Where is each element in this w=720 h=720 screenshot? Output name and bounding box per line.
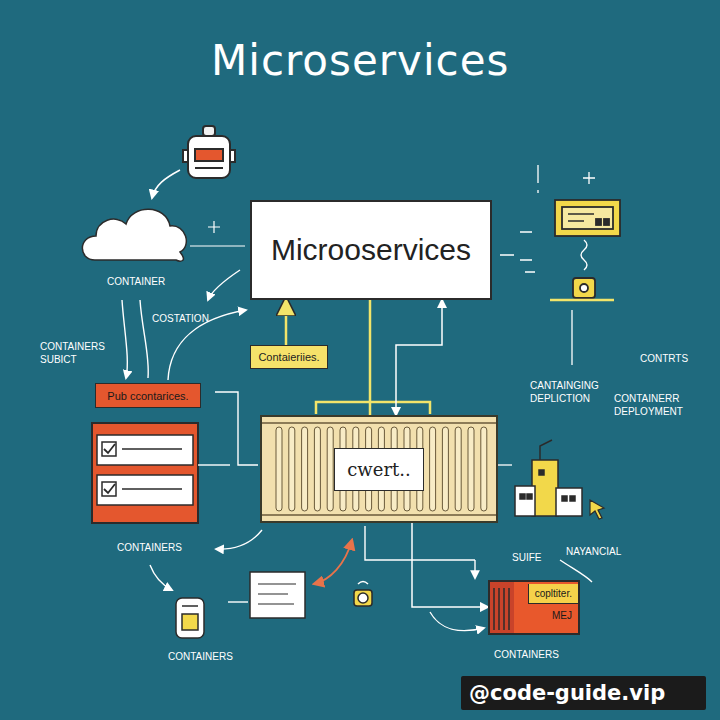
node-label: copltiter. (528, 584, 578, 604)
caption-label: SUIFE (512, 552, 541, 565)
clock-icon (354, 582, 372, 607)
device-icon (176, 598, 204, 638)
caption-label: CONTAINERS (117, 542, 182, 555)
connector (396, 300, 442, 415)
red-tag-box: Pub ccontarices. (95, 383, 201, 408)
monitor-icon (550, 200, 620, 300)
caption-label: NAYANCIAL (566, 546, 621, 559)
diagram-title: Microservices (211, 36, 509, 85)
watermark: @code-guide.vip (461, 676, 706, 710)
connector (285, 300, 288, 345)
cargo-ribs (490, 582, 514, 633)
caption-label: CONTRTS (640, 353, 688, 366)
cargo-box: copltiter.MEJ (488, 580, 580, 635)
yellow-tag-box: Contaieriies. (250, 345, 328, 369)
shipping-container: cwert.. (260, 415, 498, 523)
caption-label: CONTAINERS SUBICT (40, 341, 110, 366)
node-label: Pub ccontarices. (107, 390, 188, 402)
connector (412, 523, 488, 607)
node-label: Microoservices (271, 233, 471, 267)
caption-label: CONTAINERS (168, 651, 233, 664)
node-label: cwert.. (334, 448, 423, 491)
caption-label: CONTAINERS (494, 649, 559, 662)
caption-label: CONTAINERR DEPLOYMENT (614, 393, 704, 418)
node-sublabel: MEJ (552, 604, 578, 621)
caption-label: COSTATION (152, 313, 209, 326)
connector (369, 300, 372, 415)
node-label: Contaieriies. (258, 351, 319, 363)
cloud-icon (82, 209, 186, 261)
robot-icon (183, 126, 235, 178)
cursor-icon (590, 500, 604, 519)
service-box: Microoservices (250, 200, 492, 300)
caption-label: CONTAINER (107, 276, 165, 289)
caption-label: CANTAINGING DEPLICTION (530, 380, 604, 405)
checklist-panel (92, 423, 198, 523)
note-card (250, 572, 305, 618)
factory-icon (515, 440, 582, 516)
